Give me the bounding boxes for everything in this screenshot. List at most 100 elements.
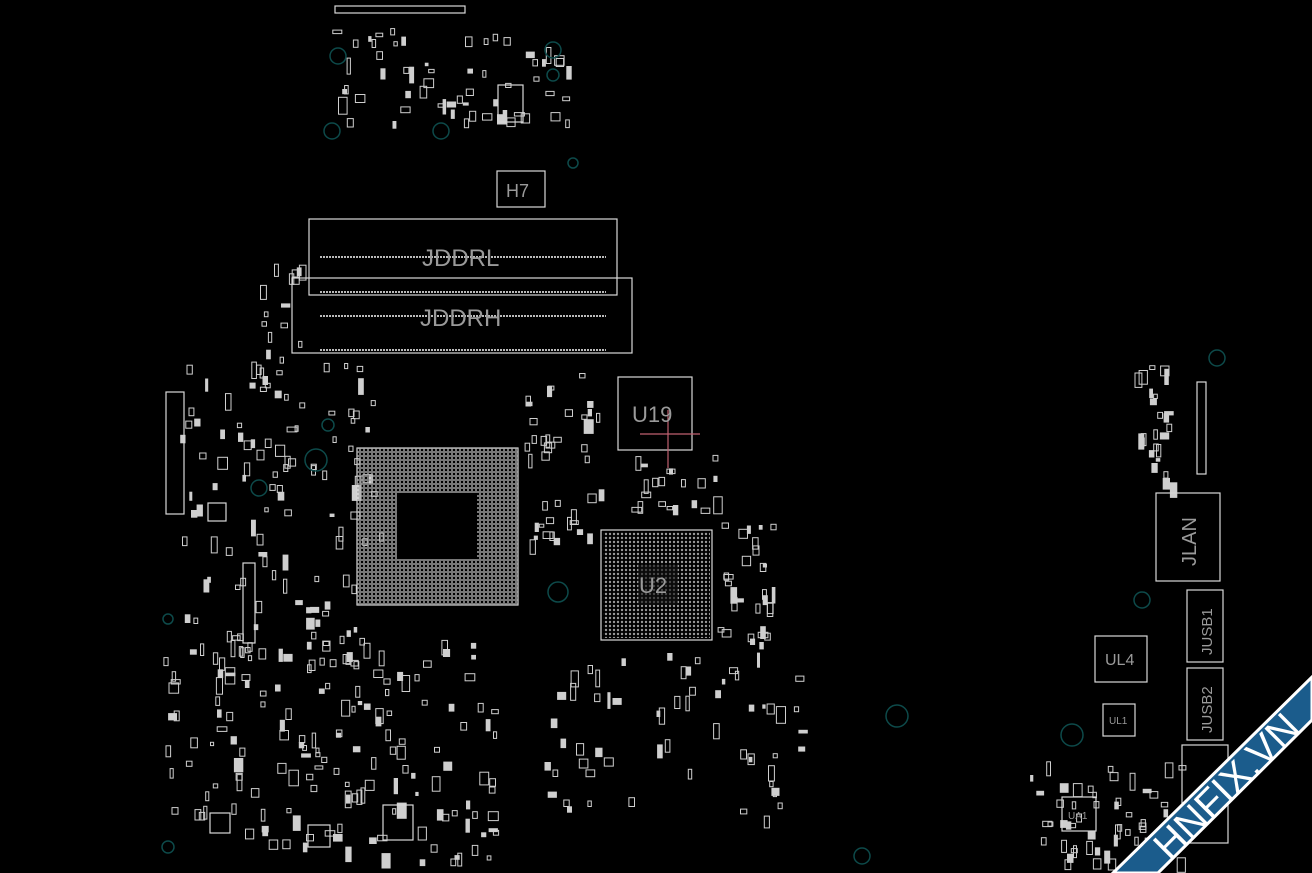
pad bbox=[758, 525, 763, 530]
component-H7[interactable]: H7 bbox=[496, 170, 546, 208]
pad bbox=[423, 660, 432, 668]
pad bbox=[259, 386, 267, 393]
component-U2[interactable]: U2 bbox=[600, 529, 713, 641]
pad bbox=[278, 648, 283, 662]
pad bbox=[311, 631, 317, 640]
component-JUSB2[interactable]: JUSB2 bbox=[1186, 667, 1224, 741]
pad bbox=[302, 842, 308, 853]
pad bbox=[274, 263, 279, 277]
pad bbox=[464, 673, 476, 682]
pad bbox=[658, 476, 666, 487]
mounting-hole bbox=[1208, 349, 1226, 367]
cpu-socket[interactable] bbox=[356, 447, 519, 606]
mounting-hole bbox=[547, 581, 569, 603]
pad bbox=[245, 828, 255, 840]
pad bbox=[421, 699, 428, 706]
pad bbox=[288, 458, 297, 467]
connector-left[interactable] bbox=[165, 391, 185, 515]
pad bbox=[493, 731, 498, 739]
pad bbox=[579, 373, 586, 379]
pad bbox=[488, 828, 498, 833]
component-JUSB1[interactable]: JUSB1 bbox=[1186, 589, 1224, 663]
pad bbox=[603, 757, 614, 767]
pad bbox=[323, 362, 330, 373]
pad bbox=[766, 602, 774, 615]
pad bbox=[232, 635, 241, 641]
mounting-hole bbox=[323, 122, 341, 140]
pad bbox=[295, 600, 303, 606]
pad bbox=[713, 723, 720, 740]
component-U19[interactable]: U19 bbox=[617, 376, 700, 468]
pad bbox=[1142, 788, 1152, 794]
pad bbox=[341, 699, 351, 717]
pad bbox=[356, 789, 363, 805]
pad bbox=[185, 760, 193, 767]
pad bbox=[740, 749, 748, 760]
mounting-hole bbox=[546, 68, 560, 82]
pad bbox=[398, 738, 406, 745]
pad bbox=[219, 657, 226, 671]
pad bbox=[215, 696, 221, 706]
pad bbox=[471, 844, 479, 856]
pad bbox=[224, 667, 236, 685]
pad bbox=[1155, 458, 1161, 462]
pad bbox=[434, 746, 440, 753]
pad bbox=[253, 624, 259, 631]
pad bbox=[256, 449, 265, 461]
component-top-ic[interactable] bbox=[497, 84, 524, 123]
connector-right[interactable] bbox=[1196, 381, 1207, 475]
pad bbox=[269, 484, 276, 491]
pad bbox=[283, 653, 293, 662]
pad bbox=[587, 533, 593, 545]
pad bbox=[612, 698, 622, 705]
pad bbox=[1109, 772, 1119, 782]
pad bbox=[363, 642, 371, 659]
pad bbox=[262, 826, 269, 837]
pad bbox=[376, 51, 383, 60]
pad bbox=[386, 710, 393, 716]
pad bbox=[328, 410, 336, 416]
pad bbox=[446, 101, 457, 108]
pad bbox=[260, 284, 267, 300]
connector-top[interactable] bbox=[334, 5, 466, 14]
label-JDDRL: JDDRL bbox=[422, 245, 499, 272]
pad bbox=[694, 657, 701, 665]
pad bbox=[389, 746, 397, 755]
pad bbox=[481, 832, 487, 838]
pad bbox=[348, 408, 355, 418]
pad bbox=[337, 823, 343, 834]
pad bbox=[658, 501, 666, 507]
pad bbox=[685, 695, 690, 712]
pad bbox=[325, 682, 331, 690]
pad bbox=[360, 787, 366, 804]
pad bbox=[225, 672, 236, 677]
pad bbox=[371, 39, 377, 48]
pad bbox=[628, 797, 636, 808]
component-JLAN[interactable]: JLAN bbox=[1155, 492, 1221, 582]
pad bbox=[777, 802, 783, 810]
pad bbox=[170, 679, 181, 685]
pad bbox=[238, 432, 244, 442]
pad bbox=[534, 522, 539, 532]
component-JDDRH[interactable]: JDDRH bbox=[291, 277, 633, 354]
pad bbox=[310, 606, 320, 613]
pad bbox=[594, 693, 601, 703]
component-UL4[interactable]: UL4 bbox=[1094, 635, 1148, 683]
pad bbox=[721, 629, 732, 638]
pad bbox=[637, 501, 644, 514]
pad bbox=[723, 574, 734, 580]
pad bbox=[1056, 799, 1064, 808]
component-JDDRL[interactable]: JDDRL bbox=[308, 218, 618, 296]
label-UL4: UL4 bbox=[1105, 652, 1134, 669]
pad bbox=[236, 774, 243, 792]
pad bbox=[364, 779, 375, 791]
pad bbox=[479, 771, 490, 786]
pad bbox=[261, 321, 267, 327]
pad bbox=[1040, 837, 1047, 846]
pad bbox=[356, 365, 364, 373]
mounting-hole bbox=[250, 479, 268, 497]
component-UL1[interactable]: UL1 bbox=[1102, 703, 1136, 737]
component-UA1[interactable]: UA1 bbox=[1061, 796, 1097, 832]
pad bbox=[180, 434, 186, 444]
